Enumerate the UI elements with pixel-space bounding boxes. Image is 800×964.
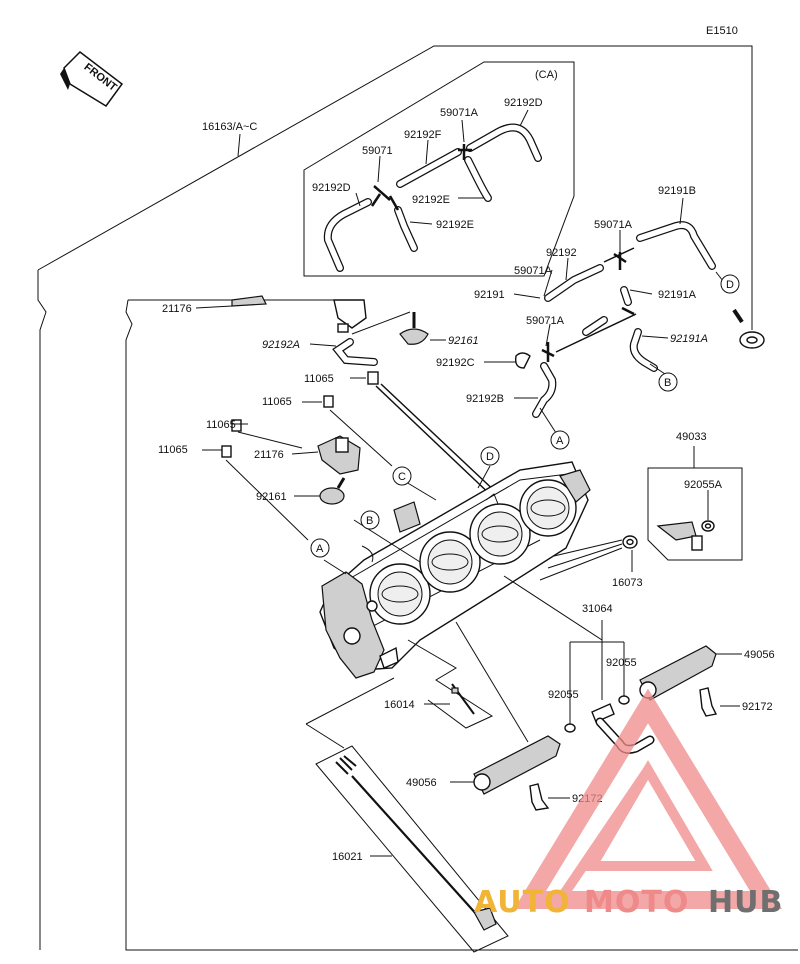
label-92055-1: 92055 <box>606 657 637 669</box>
ref-a-left: A <box>316 543 324 555</box>
watermark-hub: HUB <box>708 885 783 920</box>
nipple-group: 11065 11065 11065 11065 <box>158 371 501 541</box>
label-59071a-r2: 59071A <box>514 265 553 277</box>
label-92191a-italic: 92191A <box>670 333 708 345</box>
label-92172-right: 92172 <box>742 701 773 713</box>
label-92191a: 92191A <box>658 289 697 301</box>
label-16163: 16163/A~C <box>202 121 257 133</box>
ref-b-left: B <box>366 515 373 527</box>
label-92192e-1: 92192E <box>412 194 450 206</box>
label-31064: 31064 <box>582 603 613 615</box>
label-59071a-r1: 59071A <box>594 219 633 231</box>
label-92191b: 92191B <box>658 185 696 197</box>
watermark-auto: AUTO <box>474 885 571 920</box>
map-sensor: 21176 92161 <box>254 435 361 505</box>
label-59071: 59071 <box>362 145 393 157</box>
label-21176: 21176 <box>254 449 284 461</box>
label-16073: 16073 <box>612 577 643 589</box>
label-92161-top: 92161 <box>448 335 479 347</box>
label-49056-left: 49056 <box>406 777 437 789</box>
label-11065-1: 11065 <box>304 373 334 385</box>
reference-markers: A A B B C D D <box>310 274 740 558</box>
automotohub-watermark: AUTO MOTO HUB <box>474 688 783 920</box>
label-92055a: 92055A <box>684 479 723 491</box>
top-left-sensor-parts: 21176 92192A 92161 <box>162 295 479 366</box>
label-92161: 92161 <box>256 491 287 503</box>
ref-c: C <box>398 471 406 483</box>
label-59071a-r3: 59071A <box>526 315 565 327</box>
vacuum-hose-group: 92191B 59071A 92192 59071A 92191 92191A … <box>436 185 765 437</box>
ref-d-right: D <box>726 279 734 291</box>
label-92192a: 92192A <box>262 339 300 351</box>
label-11065-4: 11065 <box>158 444 188 456</box>
label-92055-2: 92055 <box>548 689 579 701</box>
adjuster-screw: 16014 <box>384 639 494 729</box>
label-92192: 92192 <box>546 247 577 259</box>
throttle-cable: 16021 <box>305 677 509 953</box>
ref-b-right: B <box>664 377 671 389</box>
label-92191: 92191 <box>474 289 505 301</box>
diagram-code: E1510 <box>706 25 738 37</box>
throttle-body-assembly <box>319 461 591 679</box>
label-49056-right: 49056 <box>744 649 775 661</box>
watermark-triangle-logo <box>513 688 783 909</box>
label-92192f: 92192F <box>404 129 442 141</box>
watermark-moto: MOTO <box>584 885 689 920</box>
assembly-outline <box>37 45 798 951</box>
inset-label: (CA) <box>535 69 558 81</box>
injector-assembly-box: 49033 92055A 16073 <box>539 431 743 589</box>
ref-a-right: A <box>556 435 564 447</box>
ref-d-left: D <box>486 451 494 463</box>
label-11065-3: 11065 <box>206 419 236 431</box>
label-11065-2: 11065 <box>262 396 292 408</box>
label-92192e-2: 92192E <box>436 219 474 231</box>
label-92192b: 92192B <box>466 393 504 405</box>
ca-inset-box: (CA) 59071A 92192D 92192F 59071 92192D 9… <box>303 61 575 277</box>
label-49033: 49033 <box>676 431 707 443</box>
label-21176-top: 21176 <box>162 303 192 315</box>
front-arrow-icon: FRONT <box>60 51 124 108</box>
label-92192d-inset-top: 92192D <box>504 97 543 109</box>
label-16014: 16014 <box>384 699 415 711</box>
label-92192c: 92192C <box>436 357 475 369</box>
label-59071a-inset: 59071A <box>440 107 479 119</box>
label-92192d-inset-left: 92192D <box>312 182 351 194</box>
label-16021: 16021 <box>332 851 363 863</box>
